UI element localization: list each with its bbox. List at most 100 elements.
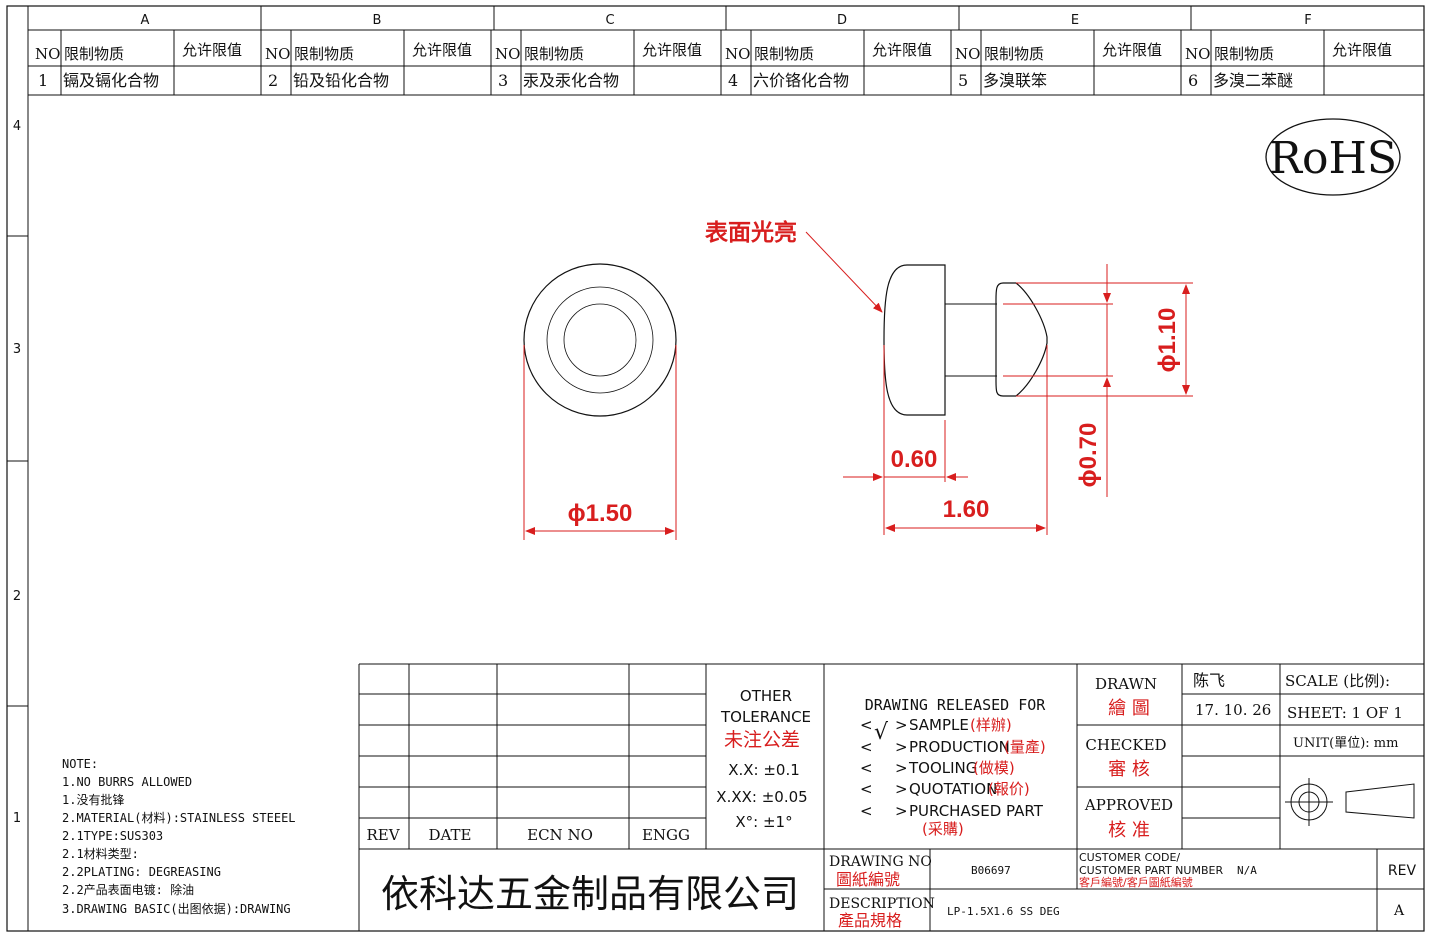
dim-tip-diameter: ϕ1.10 <box>1154 308 1181 373</box>
side-view: 表面光亮 ϕ1.10 ϕ0.70 0.60 1.60 <box>705 219 1193 535</box>
zone-row-3: 3 <box>13 342 21 357</box>
drawing-no-value: B06697 <box>971 864 1011 877</box>
svg-text:>: > <box>895 716 908 734</box>
description-label-cn: 產品規格 <box>838 911 902 930</box>
notes: NOTE: 1.NO BURRS ALLOWED 1.没有批锋 2.MATERI… <box>62 757 296 916</box>
zone-row-4: 4 <box>13 119 21 134</box>
hdr-limit: 允许限值 <box>412 41 472 59</box>
zone-col-c: C <box>605 13 614 28</box>
hdr-substance: 限制物质 <box>984 45 1044 63</box>
svg-text:(采購): (采購) <box>922 820 964 838</box>
substance-rows: 1 镉及镉化合物 2 铅及铅化合物 3 汞及汞化合物 4 六价铬化合物 5 多溴… <box>38 71 1293 90</box>
svg-text:<: < <box>860 738 873 756</box>
drawing-no-label: DRAWING NO <box>829 854 932 870</box>
substances-table: NO 限制物质 允许限值 NO 限制物质 允许限值 NO 限制物质 允许限值 N… <box>28 30 1424 96</box>
rohs-badge: RoHS <box>1265 118 1401 196</box>
date-header: DATE <box>429 826 472 844</box>
note-line: NOTE: <box>62 757 98 771</box>
tolerance-deg: X°: ±1° <box>735 813 792 831</box>
tolerance-xx: X.X: ±0.1 <box>728 761 800 779</box>
ecn-header: ECN NO <box>527 826 593 844</box>
note-line: 2.2产品表面电镀: 除油 <box>62 882 194 897</box>
rev-header: REV <box>366 826 400 844</box>
svg-text:<: < <box>860 802 873 820</box>
tolerance-box: OTHER TOLERANCE 未注公差 X.X: ±0.1 X.XX: ±0.… <box>716 687 811 831</box>
drawn-date: 17. 10. 26 <box>1195 701 1271 719</box>
svg-text:<: < <box>860 780 873 798</box>
release-box: DRAWING RELEASED FOR <> √ SAMPLE (样辦) <>… <box>860 696 1046 838</box>
substance-no: 4 <box>728 71 738 90</box>
hdr-limit: 允许限值 <box>642 41 702 59</box>
dim-head-thickness: 0.60 <box>891 446 938 473</box>
sheet-label: SHEET: 1 OF 1 <box>1287 704 1403 722</box>
release-option: <> TOOLING (做模) <box>860 759 1015 777</box>
substance-name: 汞及汞化合物 <box>523 71 619 90</box>
rev-value: A <box>1393 903 1405 919</box>
tolerance-title: OTHER <box>740 687 792 705</box>
release-option: < > √ SAMPLE (样辦) <box>860 716 1012 745</box>
approved-label: APPROVED <box>1084 796 1173 814</box>
svg-text:QUOTATION: QUOTATION <box>909 780 997 798</box>
zone-row-2: 2 <box>13 589 21 604</box>
checked-label: CHECKED <box>1085 736 1166 754</box>
svg-text:>: > <box>895 802 908 820</box>
customer-value: N/A <box>1237 864 1257 877</box>
release-option: < > PURCHASED PART (采購) <box>860 802 1044 838</box>
release-option: <> QUOTATION (報价) <box>860 780 1030 798</box>
unit-label: UNIT(單位): mm <box>1293 736 1398 751</box>
hdr-substance: 限制物质 <box>754 45 814 63</box>
svg-text:SAMPLE: SAMPLE <box>909 716 969 734</box>
rohs-label: RoHS <box>1269 133 1397 184</box>
checkmark-icon: √ <box>874 720 889 745</box>
engg-header: ENGG <box>642 826 690 844</box>
hdr-no: NO <box>955 45 980 63</box>
svg-text:(做模): (做模) <box>973 759 1015 777</box>
hdr-limit: 允许限值 <box>182 41 242 59</box>
substance-headers: NO 限制物质 允许限值 NO 限制物质 允许限值 NO 限制物质 允许限值 N… <box>35 41 1392 63</box>
note-line: 1.NO BURRS ALLOWED <box>62 775 192 789</box>
tolerance-xxx: X.XX: ±0.05 <box>716 788 807 806</box>
hdr-no: NO <box>495 45 520 63</box>
svg-text:<: < <box>860 716 873 734</box>
substance-no: 3 <box>498 71 508 90</box>
substance-grid-lines <box>60 30 1325 95</box>
dim-neck-diameter: ϕ0.70 <box>1075 423 1102 488</box>
checked-label-cn: 審 核 <box>1108 759 1150 780</box>
substance-name: 铅及铅化合物 <box>293 71 389 90</box>
svg-text:(样辦): (样辦) <box>970 716 1012 734</box>
hdr-limit: 允许限值 <box>872 41 932 59</box>
note-line: 3.DRAWING BASIC(出图依据):DRAWING <box>62 901 291 916</box>
note-line: 2.1材料类型: <box>62 847 139 861</box>
note-line: 2.MATERIAL(材料):STAINLESS STEEEL <box>62 811 296 825</box>
svg-text:TOOLING: TOOLING <box>908 759 977 777</box>
hdr-no: NO <box>1185 45 1210 63</box>
hdr-substance: 限制物质 <box>294 45 354 63</box>
svg-text:(量產): (量產) <box>1004 738 1046 756</box>
substance-no: 2 <box>268 71 278 90</box>
svg-text:PURCHASED PART: PURCHASED PART <box>909 802 1044 820</box>
substance-no: 5 <box>958 71 968 90</box>
hdr-substance: 限制物质 <box>1214 45 1274 63</box>
svg-text:>: > <box>895 738 908 756</box>
substance-name: 多溴联笨 <box>983 71 1047 90</box>
surface-note: 表面光亮 <box>705 219 797 246</box>
tolerance-title-cn: 未注公差 <box>724 729 800 751</box>
zone-col-a: A <box>141 13 150 28</box>
customer-label-cn: 客戶編號/客戶圖紙編號 <box>1079 875 1193 889</box>
description-value: LP-1.5X1.6 SS DEG <box>947 905 1060 918</box>
title-block: REV DATE ECN NO ENGG OTHER TOLERANCE 未注公… <box>358 663 1424 931</box>
svg-text:>: > <box>895 759 908 777</box>
release-option: < > PRODUCTION (量產) <box>860 738 1046 756</box>
release-title: DRAWING RELEASED FOR <box>865 696 1047 714</box>
signoff-grid <box>1077 664 1424 849</box>
hdr-substance: 限制物质 <box>64 45 124 63</box>
hdr-no: NO <box>35 45 60 63</box>
note-line: 2.2PLATING: DEGREASING <box>62 865 221 879</box>
zone-col-f: F <box>1304 13 1311 28</box>
note-line: 2.1TYPE:SUS303 <box>62 829 163 843</box>
zone-col-e: E <box>1071 13 1079 28</box>
substance-name: 镉及镉化合物 <box>63 71 159 90</box>
front-view: ϕ1.50 <box>523 263 677 540</box>
tolerance-title: TOLERANCE <box>720 708 811 726</box>
svg-text:PRODUCTION: PRODUCTION <box>909 738 1010 756</box>
